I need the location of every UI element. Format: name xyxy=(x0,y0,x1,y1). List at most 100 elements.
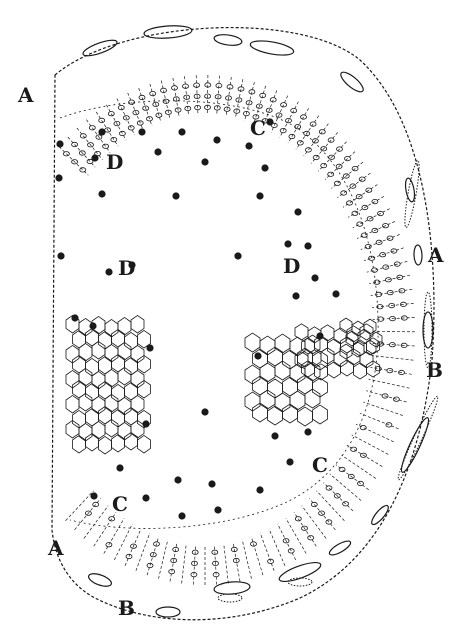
ring-cell xyxy=(365,244,371,248)
label-c-bottom-left: C xyxy=(112,494,128,514)
parenchyma-cell-left xyxy=(112,434,125,452)
ring-cell xyxy=(313,155,319,159)
radial-row xyxy=(323,483,353,511)
vascular-dot xyxy=(174,476,181,483)
vascular-dot xyxy=(208,480,215,487)
radial-row xyxy=(96,112,118,146)
elongated-cell xyxy=(214,580,251,595)
elongated-cell xyxy=(414,245,423,265)
radial-row xyxy=(106,105,126,140)
parenchyma-cell-left xyxy=(118,317,131,335)
ring-cell xyxy=(326,486,332,490)
parenchyma-cell-right xyxy=(313,405,328,424)
radial-row xyxy=(104,518,124,553)
vascular-dot xyxy=(266,118,273,125)
radial-row xyxy=(84,506,108,539)
fiber-bundle xyxy=(424,292,432,368)
vascular-dot xyxy=(178,128,185,135)
radial-row xyxy=(296,116,319,150)
radial-row xyxy=(260,533,274,571)
elongated-cell xyxy=(81,37,118,59)
vascular-dot xyxy=(304,428,311,435)
radial-row xyxy=(353,209,390,228)
parenchyma-cell-left xyxy=(73,330,86,348)
ring-cell xyxy=(352,211,358,215)
parenchyma-cell-right xyxy=(283,377,298,396)
vascular-dot xyxy=(284,240,291,247)
radial-row xyxy=(369,379,410,388)
ring-cell xyxy=(347,201,353,205)
radial-row xyxy=(271,96,288,133)
radial-row xyxy=(337,173,370,198)
radial-row xyxy=(207,75,208,115)
radial-row xyxy=(136,533,150,571)
parenchyma-cell-right xyxy=(340,318,352,333)
ring-cell xyxy=(334,181,340,185)
radial-row xyxy=(196,75,198,115)
vascular-dot xyxy=(292,292,299,299)
parenchyma-cell-left xyxy=(131,395,144,413)
label-c-bottom-right: C xyxy=(312,455,328,475)
label-b-bottom: B xyxy=(118,598,135,618)
radial-row xyxy=(269,529,285,566)
parenchyma-cell-left xyxy=(105,369,118,387)
ring-cell xyxy=(321,163,327,167)
ring-cell xyxy=(361,233,367,237)
ring-cell xyxy=(374,280,380,284)
elongated-cell xyxy=(277,559,322,585)
label-d-upper: D xyxy=(106,152,123,172)
parenchyma-cell-right xyxy=(268,406,283,425)
vascular-dot xyxy=(138,128,145,135)
parenchyma-cell-right xyxy=(328,362,341,378)
radial-row xyxy=(182,544,187,584)
radial-row xyxy=(242,540,251,579)
fiber-bundle xyxy=(218,594,242,602)
parenchyma-cell-right xyxy=(354,363,367,379)
radial-row xyxy=(309,499,335,530)
radial-row xyxy=(343,185,377,208)
vascular-dot xyxy=(332,290,339,297)
parenchyma-cell-right xyxy=(275,334,290,353)
ring-cell xyxy=(339,467,345,471)
parenchyma-cell-left xyxy=(138,435,151,453)
vascular-dot xyxy=(304,242,311,249)
vascular-dot xyxy=(116,464,123,471)
fiber-bundles xyxy=(218,160,441,602)
vascular-dot xyxy=(201,158,208,165)
vascular-dot xyxy=(245,142,252,149)
elongated-cell xyxy=(156,607,180,617)
radial-row xyxy=(128,93,144,130)
vascular-dot xyxy=(261,164,268,171)
parenchyma-cell-left xyxy=(99,436,112,454)
label-d-middle: D xyxy=(118,258,135,278)
parenchyma-cell-left xyxy=(66,395,79,413)
radial-row xyxy=(86,120,110,153)
radial-row xyxy=(363,402,403,415)
radial-row xyxy=(352,435,389,455)
vascular-dot xyxy=(214,506,221,513)
radial-row xyxy=(302,506,326,539)
radial-row xyxy=(94,512,116,546)
vascular-dot xyxy=(201,408,208,415)
vascular-dot xyxy=(56,140,63,147)
vascular-dot xyxy=(286,458,293,465)
parenchyma-cell-right xyxy=(290,391,305,410)
radial-row xyxy=(336,465,369,490)
vascular-dot xyxy=(55,174,62,181)
parenchyma-cell-left xyxy=(92,421,105,439)
vascular-dot xyxy=(234,252,241,259)
vascular-dot xyxy=(178,512,185,519)
parenchyma-cell-left xyxy=(79,343,92,361)
vascular-dot xyxy=(154,148,161,155)
vascular-dots xyxy=(55,118,339,519)
ring-cell xyxy=(372,268,378,272)
vascular-dot xyxy=(254,352,261,359)
label-a-bottom-left: A xyxy=(48,538,64,558)
elongated-cell xyxy=(249,38,294,57)
vascular-dot xyxy=(256,486,263,493)
radial-row xyxy=(342,455,376,478)
vascular-dot xyxy=(89,322,96,329)
elongated-cell xyxy=(398,416,432,475)
elongated-cell xyxy=(338,69,366,95)
